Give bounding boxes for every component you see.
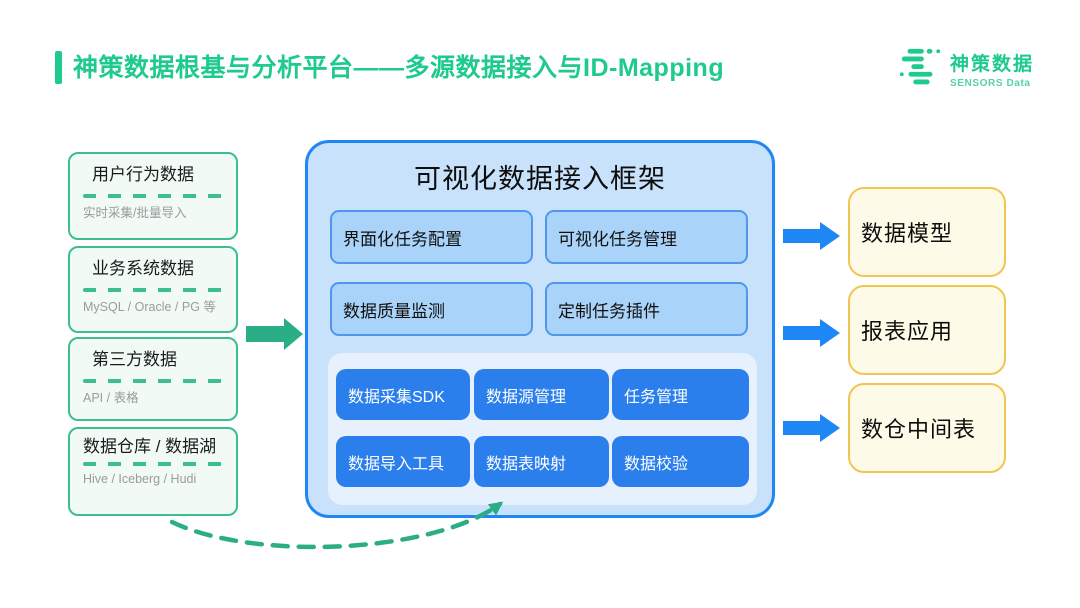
sources-to-framework-arrow <box>246 318 303 350</box>
brand-name: 神策数据 <box>950 54 1035 75</box>
output-label: 数据模型 <box>861 221 954 246</box>
sensors-logo-icon <box>899 48 941 85</box>
framework-title: 可视化数据接入框架 <box>414 164 666 194</box>
source-box-data-warehouse: 数据仓库 / 数据湖 Hive / Iceberg / Hudi <box>68 427 238 516</box>
brand-logo: 神策数据 SENSORS Data <box>897 46 1034 92</box>
framework-to-dw-table-arrow <box>783 414 840 442</box>
source-subtitle: 实时采集/批量导入 <box>83 206 187 221</box>
tools-panel: 数据采集SDK 数据源管理 任务管理 数据导入工具 数据表映射 数据校验 <box>328 353 757 505</box>
tool-box: 数据校验 <box>612 436 749 487</box>
feature-box: 可视化任务管理 <box>545 210 748 264</box>
source-subtitle: MySQL / Oracle / PG 等 <box>83 300 216 315</box>
brand-subtitle: SENSORS Data <box>950 78 1031 89</box>
source-subtitle: Hive / Iceberg / Hudi <box>83 472 197 487</box>
output-box-dw-middle-table: 数仓中间表 <box>848 383 1006 473</box>
output-label: 报表应用 <box>861 319 954 344</box>
output-box-data-model: 数据模型 <box>848 187 1006 277</box>
output-box-report-app: 报表应用 <box>848 285 1006 375</box>
source-title: 用户行为数据 <box>92 165 194 184</box>
tool-box: 数据表映射 <box>474 436 609 487</box>
feature-box: 界面化任务配置 <box>330 210 533 264</box>
source-box-business-system: 业务系统数据 MySQL / Oracle / PG 等 <box>68 246 238 333</box>
source-title: 数据仓库 / 数据湖 <box>83 437 217 456</box>
source-box-user-behavior: 用户行为数据 实时采集/批量导入 <box>68 152 238 240</box>
framework-panel: 可视化数据接入框架 界面化任务配置 可视化任务管理 数据质量监测 定制任务插件 … <box>305 140 775 518</box>
dashed-divider <box>83 194 223 199</box>
tool-box: 任务管理 <box>612 369 749 420</box>
source-title: 业务系统数据 <box>92 259 194 278</box>
framework-to-report-app-arrow <box>783 319 840 347</box>
tool-box: 数据导入工具 <box>336 436 470 487</box>
page-title: 神策数据根基与分析平台——多源数据接入与ID-Mapping <box>73 54 725 82</box>
source-subtitle: API / 表格 <box>83 391 139 406</box>
title-accent-bar <box>55 51 62 84</box>
framework-to-data-model-arrow <box>783 222 840 250</box>
tool-box: 数据采集SDK <box>336 369 470 420</box>
dashed-divider <box>83 462 223 467</box>
source-title: 第三方数据 <box>92 350 177 369</box>
brand-logo-text: 神策数据 SENSORS Data <box>950 49 1034 89</box>
source-box-third-party: 第三方数据 API / 表格 <box>68 337 238 421</box>
dashed-divider <box>83 288 223 293</box>
output-label: 数仓中间表 <box>861 417 977 442</box>
tool-box: 数据源管理 <box>474 369 609 420</box>
feature-box: 数据质量监测 <box>330 282 533 336</box>
dashed-divider <box>83 379 223 384</box>
feature-box: 定制任务插件 <box>545 282 748 336</box>
